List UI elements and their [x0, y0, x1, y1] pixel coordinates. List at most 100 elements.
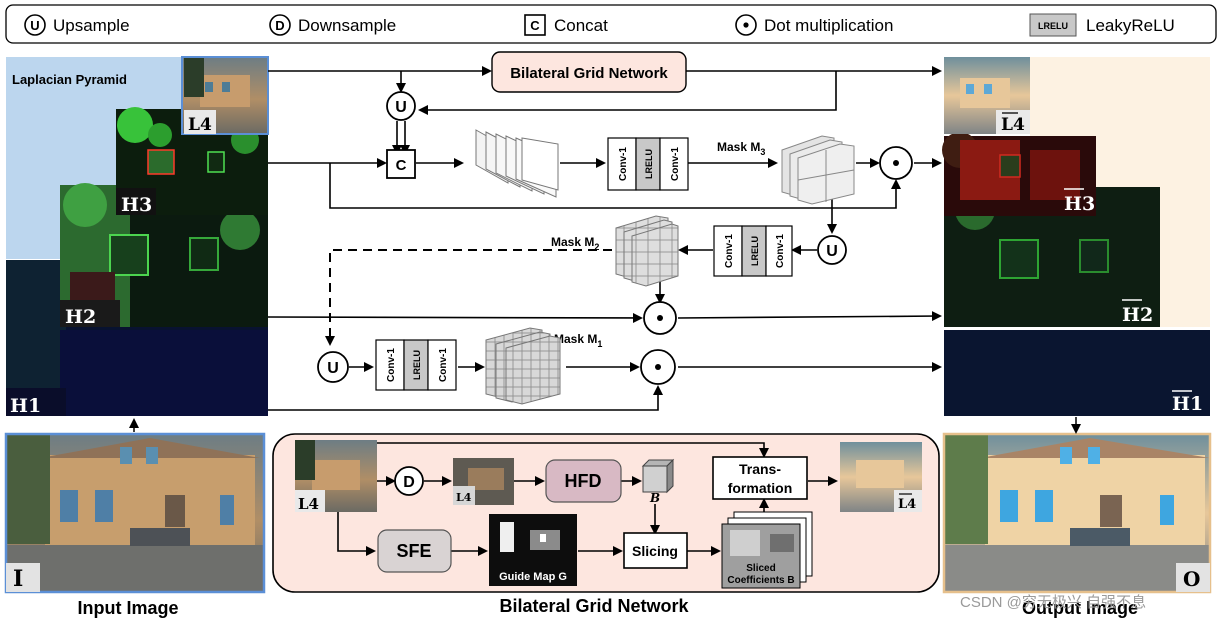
h1bar-image: H1 [944, 330, 1210, 416]
watermark: CSDN @穷无极兴 自强不息 [960, 594, 1146, 611]
h3bar-label: H3 [1064, 193, 1095, 215]
dot-node-1 [640, 349, 676, 385]
guide-map: Guide Map G [489, 514, 577, 586]
conv-block-1: Conv-1 LRELU Conv-1 [375, 339, 457, 391]
legend-bar: U Upsample D Downsample C Concat Dot mul… [5, 4, 1217, 44]
conv1b-label: Conv-1 [438, 348, 449, 382]
legend-concat: C Concat [524, 14, 608, 36]
l4-label: L4 [188, 115, 212, 135]
dot-node-3 [879, 146, 913, 180]
grid-cube: B [641, 458, 675, 505]
legend-downsample: D Downsample [269, 14, 396, 36]
bgn-panel: L4 D L4 [272, 433, 940, 616]
bgn-box: Bilateral Grid Network [491, 51, 687, 93]
sfe-label: SFE [396, 541, 431, 561]
conv2a-label: Conv-1 [724, 234, 735, 268]
upsample-node-bottom: U [317, 351, 349, 383]
transformation-box: Trans- formation [712, 456, 808, 500]
h1-image: H1 [6, 260, 268, 417]
main-flow [267, 66, 942, 411]
legend-dot: Dot multiplication [735, 14, 893, 36]
slicing-label: Slicing [632, 543, 678, 559]
conv1a-label: Conv-1 [386, 348, 397, 382]
bgn-l4bar-thumb: L4 [840, 442, 922, 512]
h1-label: H1 [10, 395, 41, 417]
upsample-mid-symbol: U [826, 243, 838, 260]
mask-m2: Mask M2 [551, 215, 679, 287]
legend-lrelu-label: LeakyReLU [1086, 16, 1175, 35]
sliced-coefficients: Sliced Coefficients B [721, 511, 813, 589]
hfd-label: HFD [565, 471, 602, 491]
h3bar-image: H3 [942, 132, 1096, 216]
lrelu1-label: LRELU [412, 350, 422, 380]
sliced-label-2: Coefficients B [727, 575, 794, 586]
legend-upsample: U Upsample [24, 14, 130, 36]
conv-block-2: Conv-1 LRELU Conv-1 [713, 225, 793, 277]
conv3b-label: Conv-1 [670, 147, 681, 181]
upsample-node-top: U [386, 91, 416, 121]
output-pyramid: H1 H2 H3 L4 [942, 57, 1212, 618]
downsample-symbol: D [275, 18, 284, 33]
input-caption: Input Image [77, 598, 178, 618]
dot-icon [743, 22, 749, 28]
upsample-symbol: U [30, 18, 39, 33]
bgn-caption: Bilateral Grid Network [499, 596, 689, 616]
l4hat-thumb: L4 [453, 458, 514, 505]
dot-node-2 [643, 301, 677, 335]
input-label: I [13, 566, 23, 592]
h2-label: H2 [65, 306, 96, 328]
lrelu2-label: LRELU [750, 236, 760, 266]
l4bar-image: L4 [944, 57, 1030, 135]
legend-downsample-label: Downsample [298, 16, 396, 35]
transformation-label-2: formation [728, 480, 793, 496]
output-image: O [942, 432, 1212, 594]
hfd-box: HFD [545, 459, 622, 503]
laplacian-pyramid: Laplacian Pyramid H1 H2 [4, 56, 269, 618]
upsample-bottom-symbol: U [327, 360, 339, 377]
output-caption: Output Image [1022, 598, 1138, 618]
concat-node-symbol: C [396, 157, 407, 174]
conv3a-label: Conv-1 [618, 147, 629, 181]
h1bar-label: H1 [1172, 393, 1203, 415]
sfe-box: SFE [377, 529, 452, 573]
mask-m3: Mask M3 [717, 135, 855, 205]
mask-m3-label: Mask M3 [717, 140, 765, 157]
h2bar-label: H2 [1122, 304, 1153, 326]
conv-block-3: Conv-1 LRELU Conv-1 [607, 137, 689, 191]
dashed-connection [325, 249, 612, 346]
slicing-box: Slicing [623, 532, 688, 569]
lrelu3-label: LRELU [644, 149, 654, 179]
output-label: O [1183, 567, 1200, 591]
mask-m1: Mask M1 [485, 327, 602, 405]
guide-map-label: Guide Map G [499, 571, 567, 583]
l4hat-label: L4 [456, 491, 472, 504]
concat-symbol: C [530, 18, 540, 33]
input-image: I [4, 432, 266, 594]
bgn-box-label: Bilateral Grid Network [510, 65, 668, 82]
downsample-node: D [394, 466, 424, 496]
grid-symbol: B [649, 491, 660, 505]
l4bar-label: L4 [1001, 115, 1025, 135]
transformation-label-1: Trans- [739, 461, 781, 477]
conv2b-label: Conv-1 [775, 234, 786, 268]
h3-label: H3 [121, 194, 152, 216]
legend-lrelu: LRELU LeakyReLU [1029, 13, 1175, 37]
legend-dot-label: Dot multiplication [764, 16, 893, 35]
sliced-label-1: Sliced [746, 563, 775, 574]
mask-m1-label: Mask M1 [554, 332, 602, 349]
bgn-l4-label: L4 [298, 495, 319, 513]
pyramid-title: Laplacian Pyramid [12, 72, 127, 87]
bgn-l4-thumb: L4 [295, 440, 377, 513]
legend-upsample-label: Upsample [53, 16, 130, 35]
lrelu-symbol: LRELU [1038, 21, 1068, 31]
upsample-node-mid: U [817, 235, 847, 265]
feature-stack [475, 129, 559, 198]
mask-m2-label: Mask M2 [551, 235, 599, 252]
downsample-symbol: D [403, 474, 415, 491]
l4-image: L4 [181, 56, 269, 135]
bgn-l4bar-label: L4 [898, 497, 916, 512]
legend-concat-label: Concat [554, 16, 608, 35]
upsample-top-symbol: U [395, 99, 407, 116]
concat-node: C [386, 149, 416, 179]
